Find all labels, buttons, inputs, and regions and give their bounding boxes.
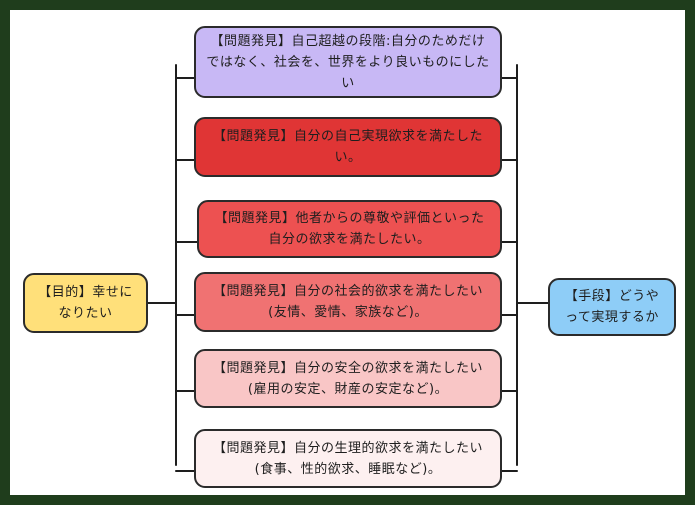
connector-lines [147,64,549,472]
purpose-node: 【目的】幸せになりたい [23,273,148,333]
problem-label: 【問題発見】自分の安全の欲求を満たしたい(雇用の安定、財産の安定など)。 [212,360,483,397]
problem-node-social: 【問題発見】自分の社会的欲求を満たしたい(友情、愛情、家族など)。 [194,272,502,332]
problem-label: 【問題発見】自分の自己実現欲求を満たしたい。 [212,129,483,165]
purpose-label: 【目的】幸せになりたい [38,285,133,321]
problem-label: 【問題発見】自己超越の段階:自分のためだけではなく、社会を、世界をより良いものに… [206,33,490,91]
problem-node-self-actualization: 【問題発見】自分の自己実現欲求を満たしたい。 [194,117,502,177]
means-label: 【手段】どうやって実現するか [564,289,660,325]
problem-label: 【問題発見】他者からの尊敬や評価といった自分の欲求を満たしたい。 [214,211,485,247]
means-node: 【手段】どうやって実現するか [548,278,676,336]
problem-label: 【問題発見】自分の生理的欲求を満たしたい(食事、性的欲求、睡眠など)。 [212,440,483,477]
problem-node-esteem: 【問題発見】他者からの尊敬や評価といった自分の欲求を満たしたい。 [197,200,502,258]
problem-ticks [175,77,518,472]
problem-node-physiological: 【問題発見】自分の生理的欲求を満たしたい(食事、性的欲求、睡眠など)。 [194,429,502,488]
diagram-canvas: 【目的】幸せになりたい 【手段】どうやって実現するか 【問題発見】自己超越の段階… [10,10,685,495]
problem-node-safety: 【問題発見】自分の安全の欲求を満たしたい(雇用の安定、財産の安定など)。 [194,349,502,408]
problem-label: 【問題発見】自分の社会的欲求を満たしたい(友情、愛情、家族など)。 [212,284,483,320]
problem-node-self-transcendence: 【問題発見】自己超越の段階:自分のためだけではなく、社会を、世界をより良いものに… [194,26,502,98]
